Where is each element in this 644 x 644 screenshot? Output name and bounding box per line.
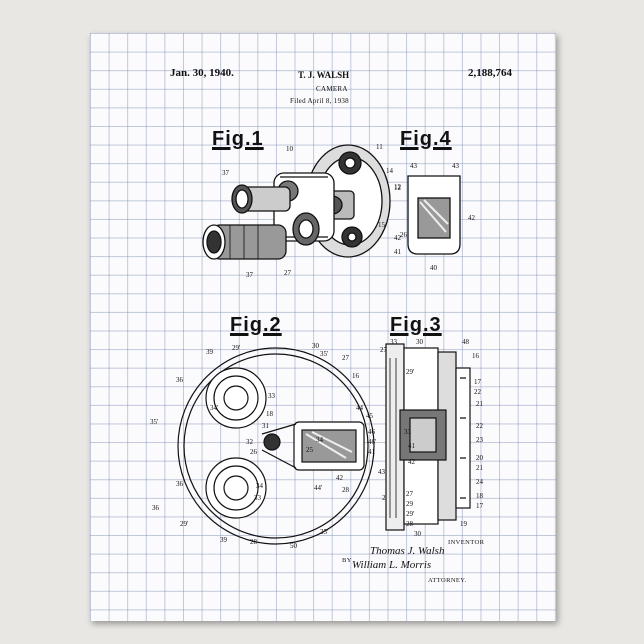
fig1-ref-15: 15 — [378, 221, 386, 229]
fig4-ref-43a: 43 — [410, 162, 418, 170]
fig4-holder-drawing: 43 43 12 42 42 41 40 — [390, 158, 500, 278]
fig2-label: Fig.2 — [230, 314, 282, 337]
fig2-ref-34p: 34' — [210, 404, 218, 412]
fig3-ref-28: 28 — [406, 520, 414, 528]
fig2-ref-29p-b: 29' — [180, 520, 188, 528]
fig3-ref-21a: 21 — [476, 400, 484, 408]
fig1-ref-11: 11 — [376, 143, 383, 151]
fig3-ref-30a: 30 — [416, 338, 424, 346]
fig4-ref-12: 12 — [394, 184, 402, 192]
fig1-ref-37a: 37 — [222, 169, 230, 177]
fig3-ref-21b: 21 — [476, 464, 484, 472]
fig2-ref-44: 44 — [356, 404, 364, 412]
fig3-ref-22a: 22 — [474, 388, 482, 396]
fig3-section-drawing: 33 30 48 27 16 29' 17 22 21 33 22 41 23 … — [370, 338, 500, 538]
fig3-ref-17b: 17 — [476, 502, 484, 510]
fig3-ref-29: 29 — [406, 500, 414, 508]
fig2-turret-drawing: 30 35' 39 29' 27 16 36 34' 33 44 45 18 3… — [146, 338, 396, 553]
fig1-ref-10: 10 — [286, 145, 294, 153]
fig2-ref-31: 31 — [262, 422, 270, 430]
fig2-ref-36c: 36 — [152, 504, 160, 512]
patent-title: CAMERA — [316, 85, 348, 93]
fig3-ref-22b: 22 — [476, 422, 484, 430]
fig3-ref-48: 48 — [462, 338, 470, 346]
filed-date: Filed April 8, 1938 — [290, 97, 349, 105]
inventor-label: INVENTOR — [448, 539, 484, 546]
inventor-name: T. J. WALSH — [298, 70, 349, 80]
fig2-ref-50: 50 — [290, 542, 298, 550]
fig2-ref-32: 32 — [246, 438, 254, 446]
by-label: BY — [342, 557, 352, 564]
fig1-camera-drawing: 10 11 14 12 37 27 15 26 37 — [200, 133, 410, 283]
fig3-ref-33b: 33 — [404, 428, 412, 436]
fig2-ref-35p-c: 35' — [320, 528, 328, 536]
fig2-ref-28b: 28 — [250, 538, 258, 546]
patent-poster: Jan. 30, 1940. T. J. WALSH 2,188,764 CAM… — [90, 33, 556, 621]
attorney-signature: William L. Morris — [352, 559, 431, 571]
fig3-ref-30b: 30 — [414, 530, 422, 538]
fig2-ref-42: 42 — [336, 474, 344, 482]
fig3-ref-20: 20 — [476, 454, 484, 462]
fig3-ref-19: 19 — [460, 520, 468, 528]
fig1-ref-37b: 37 — [246, 271, 254, 279]
fig2-ref-34a: 34 — [316, 436, 324, 444]
fig2-ref-33a: 33 — [268, 392, 276, 400]
fig4-ref-42a: 42 — [468, 214, 476, 222]
patent-number: 2,188,764 — [468, 67, 512, 79]
fig2-ref-39a: 39 — [206, 348, 214, 356]
fig4-ref-41: 41 — [394, 248, 402, 256]
fig3-label: Fig.3 — [390, 314, 442, 337]
fig3-ref-27a: 27 — [380, 346, 388, 354]
patent-date: Jan. 30, 1940. — [170, 67, 234, 79]
fig4-ref-42b: 42 — [394, 234, 402, 242]
fig2-ref-35p-a: 35' — [320, 350, 328, 358]
fig4-ref-43b: 43 — [452, 162, 460, 170]
fig3-ref-16: 16 — [472, 352, 480, 360]
fig3-ref-18: 18 — [476, 492, 484, 500]
fig1-ref-27: 27 — [284, 269, 292, 277]
fig3-ref-17a: 17 — [474, 378, 482, 386]
inventor-signature: Thomas J. Walsh — [370, 545, 444, 557]
fig3-ref-29p-a: 29' — [406, 368, 414, 376]
fig2-ref-34b: 34 — [256, 482, 264, 490]
attorney-label: ATTORNEY. — [428, 577, 467, 584]
fig2-ref-29p-a: 29' — [232, 344, 240, 352]
fig2-ref-27: 27 — [342, 354, 350, 362]
fig3-ref-27b: 27 — [406, 490, 414, 498]
fig3-ref-23: 23 — [476, 436, 484, 444]
fig2-ref-44p: 44' — [314, 484, 322, 492]
fig3-ref-24: 24 — [476, 478, 484, 486]
fig2-ref-33b: 33 — [254, 494, 262, 502]
fig2-ref-28a: 28 — [342, 486, 350, 494]
fig2-ref-39b: 39 — [220, 536, 228, 544]
fig2-ref-16: 16 — [352, 372, 360, 380]
fig2-ref-25: 25 — [306, 446, 314, 454]
fig2-ref-36b: 36 — [176, 480, 184, 488]
fig3-ref-41: 41 — [408, 442, 416, 450]
fig2-ref-36a: 36 — [176, 376, 184, 384]
fig2-ref-26: 26 — [250, 448, 258, 456]
fig3-ref-29p-b: 29' — [406, 510, 414, 518]
fig3-ref-42: 42 — [408, 458, 416, 466]
fig3-ref-33a: 33 — [390, 338, 398, 346]
fig2-ref-30: 30 — [312, 342, 320, 350]
fig2-ref-18: 18 — [266, 410, 274, 418]
fig4-ref-40: 40 — [430, 264, 438, 272]
fig2-ref-35p-b: 35' — [150, 418, 158, 426]
